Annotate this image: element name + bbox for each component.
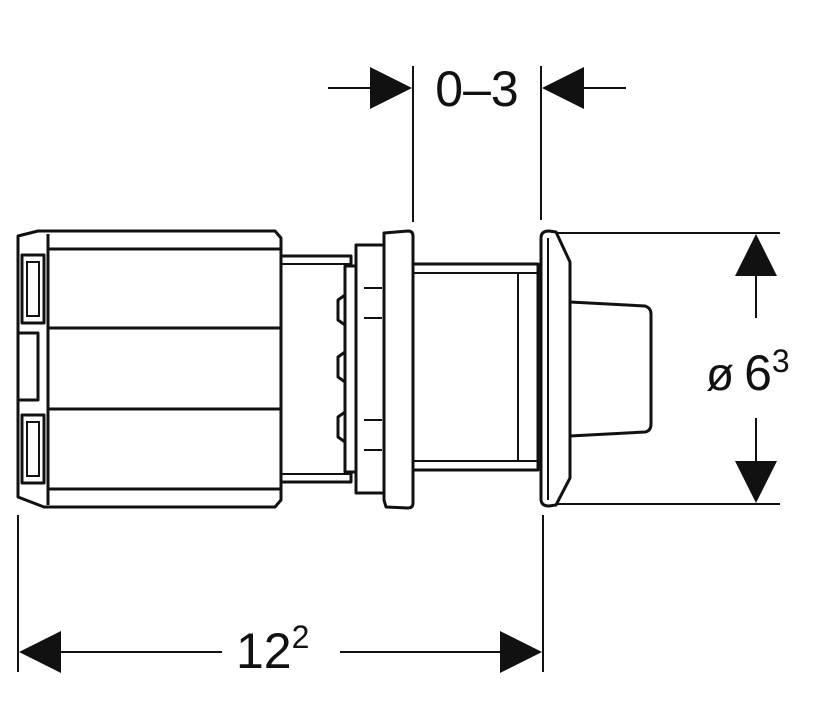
clip-lower [20, 413, 46, 485]
clip-upper [20, 253, 46, 325]
clip-lower-slot [26, 421, 40, 477]
sleeve-outline [411, 262, 540, 472]
housing-outline [16, 229, 283, 509]
stroke-depth-dimension: 0–3 [328, 61, 626, 222]
thread-tooth-3 [336, 410, 346, 444]
length-sup: 2 [292, 619, 310, 655]
button-bezel [539, 229, 572, 508]
push-button [539, 229, 653, 508]
arrow-right-icon [370, 67, 412, 109]
arrow-left-icon [542, 67, 584, 109]
diameter-symbol: ø [706, 348, 734, 400]
length-label: 122 [236, 619, 309, 679]
thread-tooth-1 [336, 293, 346, 327]
arrow-down-icon [735, 461, 777, 503]
length-dimension: 122 [17, 515, 544, 679]
arrow-up-icon [735, 234, 777, 276]
sleeve [411, 262, 540, 472]
arrow-left-icon [19, 631, 61, 673]
diameter-sup: 3 [772, 343, 790, 379]
button-cap [568, 300, 653, 438]
mounting-flange [382, 229, 415, 510]
threaded-section [336, 243, 386, 495]
housing-body [16, 229, 283, 509]
locking-nut [354, 243, 386, 495]
length-base: 12 [236, 623, 292, 679]
neck-outline [279, 254, 353, 484]
arrow-right-icon [500, 631, 542, 673]
thread-tooth-2 [336, 350, 346, 384]
neck [279, 254, 353, 484]
clip-upper-slot [26, 261, 40, 317]
stroke-depth-label: 0–3 [435, 61, 518, 117]
clip-middle-notch [18, 331, 40, 402]
diameter-base: 6 [744, 345, 772, 401]
